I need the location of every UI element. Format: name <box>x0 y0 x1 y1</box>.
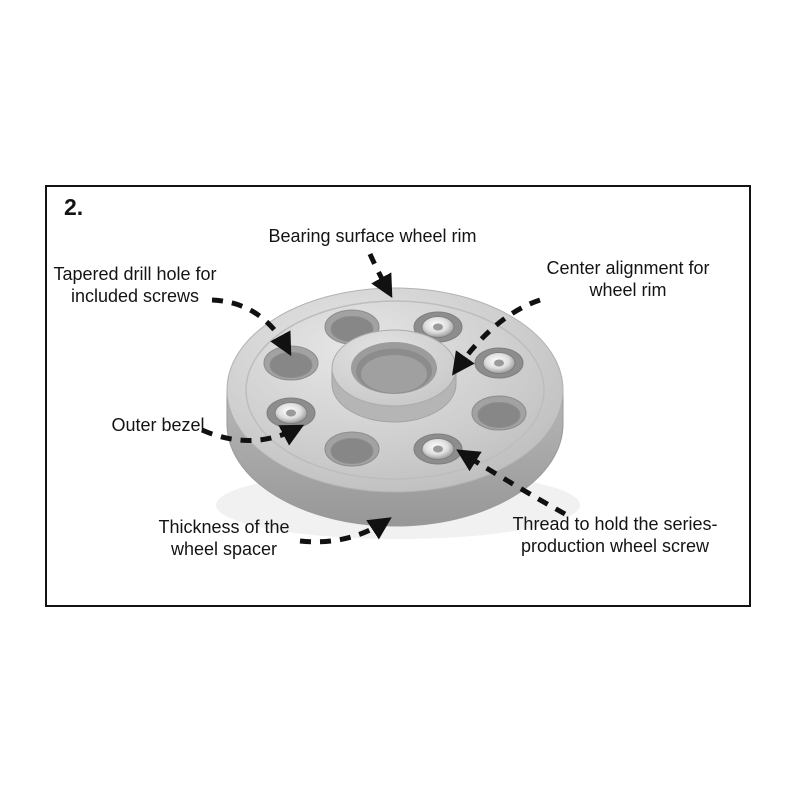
label-bearing-surface: Bearing surface wheel rim <box>268 226 477 246</box>
tapered-holes <box>263 309 527 467</box>
label-thickness: Thickness of the wheel spacer <box>158 517 290 559</box>
arrow-bearing-surface <box>367 252 393 299</box>
arrow-thread <box>456 449 567 517</box>
arrow-center-alignment <box>452 297 541 376</box>
label-center-alignment: Center alignment for wheel rim <box>546 258 710 300</box>
label-thread: Thread to hold the series-production whe… <box>512 514 718 556</box>
center-bore-floor <box>361 355 427 393</box>
arrow-outer-bezel <box>200 424 305 446</box>
machined-ring <box>245 300 545 480</box>
label-outer-bezel: Outer bezel <box>111 415 205 435</box>
threaded-holes <box>266 311 524 465</box>
label-tapered-drill-hole: Tapered drill hole for included screws <box>53 264 217 306</box>
arrow-thickness <box>299 517 392 545</box>
figure-number: 2. <box>64 194 84 220</box>
arrow-tapered-drill-hole <box>211 297 292 357</box>
